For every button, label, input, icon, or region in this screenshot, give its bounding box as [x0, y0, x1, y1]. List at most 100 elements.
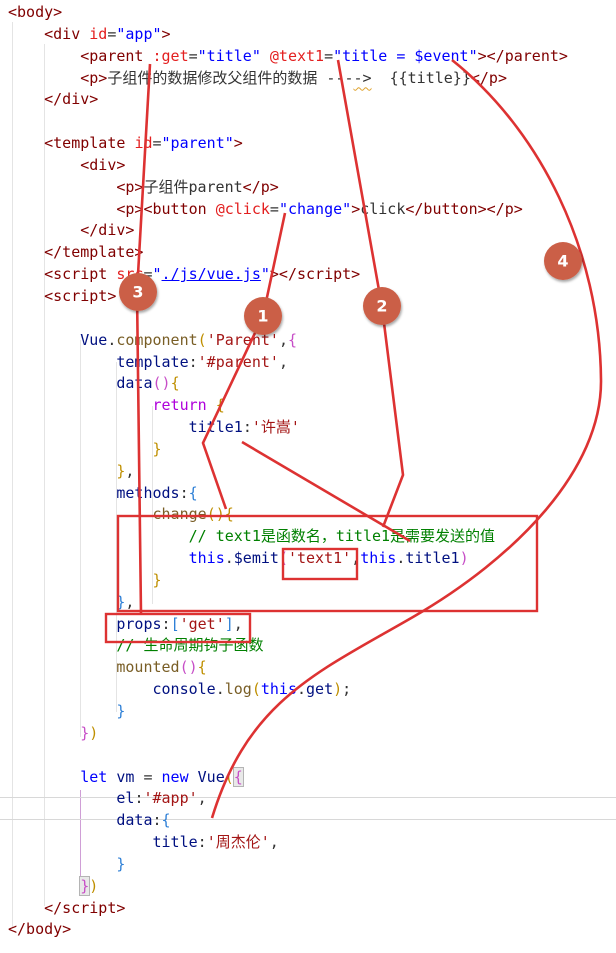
code-line-6: [8, 111, 568, 133]
token: methods: [116, 483, 180, 502]
token: 子组件parent: [143, 177, 243, 196]
token: {: [233, 767, 243, 786]
token: @click: [215, 199, 270, 218]
code-line-5: </div>: [8, 89, 568, 111]
token: >: [161, 24, 171, 43]
token: {: [170, 374, 180, 393]
token: "parent": [161, 134, 234, 153]
token: [8, 855, 116, 873]
token: =: [324, 46, 334, 65]
code-line-20: title1:'许嵩': [8, 417, 568, 439]
token: </div>: [80, 221, 135, 240]
token: [189, 768, 198, 786]
token: ): [89, 723, 99, 742]
token: ,: [278, 352, 288, 371]
token: [8, 833, 153, 851]
token: 'get': [179, 614, 225, 633]
code-line-22: },: [8, 461, 568, 483]
code-line-39: title:'周杰伦',: [8, 832, 568, 854]
token: :: [134, 789, 144, 808]
code-line-34: }): [8, 723, 568, 745]
token: $emit: [233, 549, 279, 568]
token: :: [188, 352, 198, 371]
token: [8, 877, 80, 895]
code-line-17: template:'#parent',: [8, 352, 568, 374]
code-line-1: <body>: [8, 2, 568, 24]
token: =: [143, 265, 153, 284]
token: >: [233, 134, 243, 153]
token: [8, 287, 44, 305]
token: ): [333, 680, 343, 699]
token: [8, 615, 116, 633]
token: :: [197, 833, 207, 852]
token: ): [89, 876, 99, 895]
token: <script: [44, 265, 117, 284]
token: <p>: [116, 177, 144, 196]
code-line-21: }: [8, 439, 568, 461]
token: title1: [188, 418, 243, 437]
token: ": [260, 265, 270, 284]
token: this: [260, 680, 297, 699]
code-line-29: props:['get'],: [8, 614, 568, 636]
token: [8, 593, 116, 611]
token: [8, 811, 116, 829]
token: // 生命周期钩子函数: [116, 636, 264, 655]
token: "app": [116, 24, 162, 43]
token: [8, 789, 116, 807]
token: 'Parent': [206, 330, 279, 349]
token: (: [278, 549, 288, 568]
token: log: [224, 680, 252, 699]
token: id: [89, 24, 108, 43]
token: (): [179, 658, 198, 677]
token: id: [134, 134, 153, 153]
token: =: [152, 134, 162, 153]
token: [8, 69, 80, 87]
token: <body>: [8, 3, 63, 21]
token: .: [215, 680, 225, 699]
token: [8, 724, 80, 742]
code-line-4: <p>子组件的数据修改父组件的数据 ----> {{title}}</p>: [8, 68, 568, 90]
code-line-31: mounted(){: [8, 657, 568, 679]
token: (: [251, 680, 261, 699]
token: </script>: [44, 898, 126, 917]
code-area[interactable]: <body> <div id="app"> <parent :get="titl…: [8, 2, 568, 941]
code-line-7: <template id="parent">: [8, 133, 568, 155]
token: }: [152, 439, 162, 458]
token: {: [161, 811, 171, 830]
vue-js-link[interactable]: ./js/vue.js: [161, 265, 261, 284]
token: ></script>: [269, 265, 361, 284]
token: :get: [152, 46, 189, 65]
token: [8, 25, 44, 43]
token: [8, 768, 80, 786]
token: </template>: [44, 243, 144, 262]
token: ,: [125, 592, 135, 611]
token: [8, 484, 116, 502]
token: [8, 658, 116, 676]
token: [8, 331, 80, 349]
token: :: [161, 614, 171, 633]
token: :: [242, 418, 252, 437]
token: ->: [353, 68, 372, 87]
token: data: [116, 374, 153, 393]
token: </body>: [8, 920, 72, 939]
token: :: [179, 483, 189, 502]
code-line-25: // text1是函数名，title1是需要发送的值: [8, 526, 568, 548]
token: "change": [278, 199, 352, 218]
token: [8, 200, 116, 218]
current-line-border: [0, 819, 616, 820]
code-line-40: }: [8, 854, 568, 876]
token: [8, 221, 80, 239]
token: get: [306, 680, 334, 699]
token: }: [116, 461, 126, 480]
token: let: [80, 767, 108, 786]
token: =: [134, 767, 162, 786]
token: [8, 702, 116, 720]
token: {: [188, 483, 198, 502]
token: title1: [405, 549, 460, 568]
token: (): [152, 374, 171, 393]
indent-guide: [80, 340, 81, 737]
token: [8, 680, 153, 698]
token: @text1: [269, 46, 325, 65]
code-line-8: <div>: [8, 155, 568, 177]
